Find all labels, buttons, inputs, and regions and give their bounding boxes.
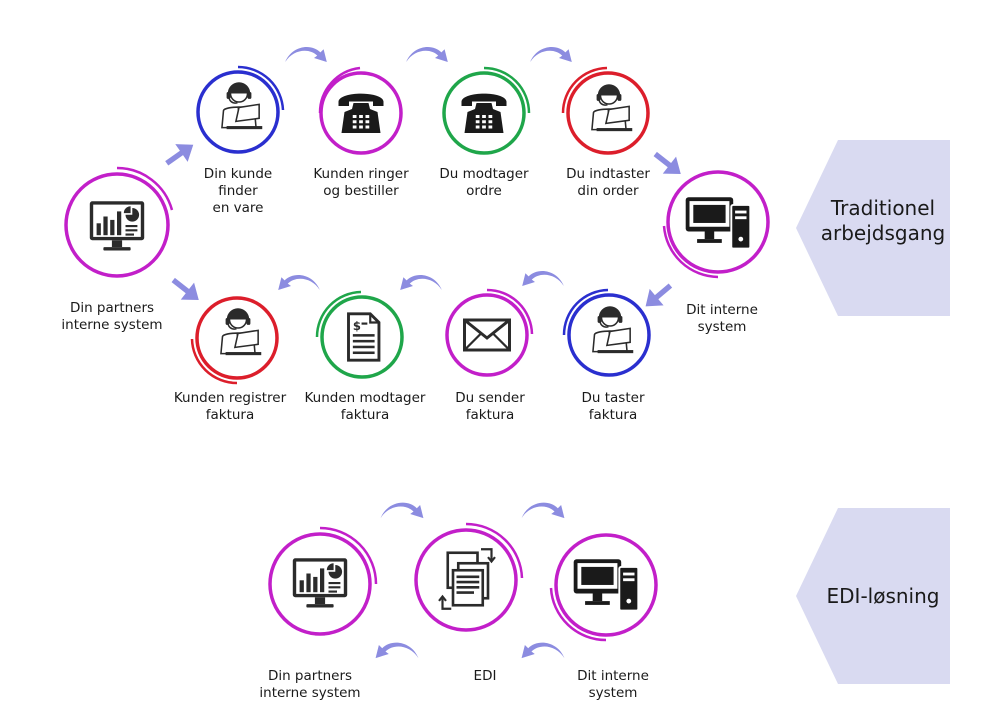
node-label: Dit interne system [686, 302, 758, 335]
envelope-icon [463, 318, 511, 352]
curved-arrow-icon [521, 642, 565, 659]
node-label: Din partners interne system [259, 668, 361, 701]
traditional-banner [796, 140, 950, 316]
arrow-icon [166, 271, 206, 309]
curved-arrow-icon [380, 502, 424, 519]
edi-banner-label: EDI-løsning [826, 584, 940, 608]
node-label: Du taster faktura [581, 390, 645, 423]
telephone-icon [461, 93, 507, 133]
node-partner-system [64, 166, 174, 278]
node-you-receive-order [442, 66, 531, 155]
node-label: Kunden ringer og bestiller [313, 166, 409, 199]
node-customer-receives-invoice [315, 290, 404, 379]
curved-arrow-icon [530, 47, 572, 62]
node-customer-calls [318, 66, 403, 155]
curved-arrow-icon [375, 642, 419, 659]
node-label: Kunden registrer faktura [173, 390, 287, 423]
node-customer-registers-invoice [190, 296, 279, 385]
node-label: EDI [473, 668, 497, 684]
node-edi-partner-system [268, 526, 378, 636]
node-you-enter-order [561, 66, 650, 155]
node-edi-exchange [414, 522, 524, 632]
curved-arrow-icon [278, 275, 320, 290]
invoice-document-icon [347, 312, 381, 362]
traditional-banner-label: Traditionel arbejdsgang [820, 196, 946, 245]
node-you-send-invoice [445, 288, 534, 377]
node-label: Du modtager ordre [439, 166, 529, 199]
arrow-icon [648, 145, 688, 183]
node-edi-internal-system [549, 533, 658, 642]
node-label: Din partners interne system [61, 300, 163, 333]
curved-arrow-icon [400, 275, 442, 290]
arrow-icon [160, 135, 200, 173]
curved-arrow-icon [406, 47, 448, 62]
curved-arrow-icon [521, 502, 565, 519]
curved-arrow-icon [285, 47, 327, 62]
node-label: Din kunde finder en vare [203, 166, 273, 216]
node-label: Du indtaster din order [566, 166, 650, 199]
arrow-icon [638, 277, 678, 315]
telephone-icon [338, 93, 384, 133]
edi-banner [796, 508, 950, 684]
node-label: Du sender faktura [455, 390, 525, 423]
node-internal-system [662, 170, 770, 279]
curved-arrow-icon [522, 271, 564, 286]
node-label: Dit interne system [577, 668, 649, 701]
node-customer-finds [196, 65, 285, 154]
node-label: Kunden modtager faktura [304, 390, 426, 423]
node-you-type-invoice [562, 288, 651, 377]
